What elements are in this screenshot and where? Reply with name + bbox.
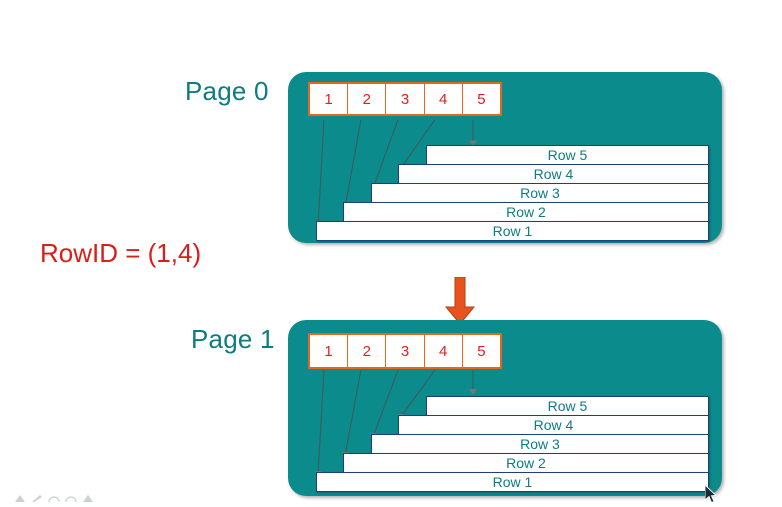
page-1-row-bar-4[interactable]: Row 4 [398,415,709,435]
page-1-row-bar-5[interactable]: Row 5 [426,396,709,416]
page-0-slot-5[interactable]: 5 [462,84,501,114]
page-0-label: Page 0 [185,76,269,106]
page-1-row-bar-1[interactable]: Row 1 [316,472,709,492]
shape-icon[interactable] [14,494,26,503]
page-1-slot-2[interactable]: 2 [348,335,387,367]
pen-icon[interactable] [31,494,43,503]
page-0-row-bar-5[interactable]: Row 5 [426,145,709,165]
page-0-slot-3[interactable]: 3 [386,84,425,114]
page-1-slot-3[interactable]: 3 [386,335,425,367]
page-1-row-bar-3[interactable]: Row 3 [371,434,709,454]
page-1-panel: 1 2 3 4 5 Row 5 Row 4 Row 3 Row 2 Row 1 [288,320,722,496]
page-1-row-bar-2[interactable]: Row 2 [343,453,709,473]
page-0-row-bar-4[interactable]: Row 4 [398,164,709,184]
page-0-row-bar-2[interactable]: Row 2 [343,202,709,222]
page-0-row-bar-3[interactable]: Row 3 [371,183,709,203]
page-0-slot-1[interactable]: 1 [310,84,349,114]
rowid-caption: RowID = (1,4) [40,238,202,268]
page-1-slot-array[interactable]: 1 2 3 4 5 [308,333,502,369]
page-1-slot-1[interactable]: 1 [310,335,349,367]
bottom-toolbar[interactable] [14,494,94,503]
page-0-slot-array[interactable]: 1 2 3 4 5 [308,82,502,116]
arc-icon[interactable] [48,494,60,503]
page-1-slot-5[interactable]: 5 [462,335,501,367]
insert-pointer-arrow-icon [444,277,476,325]
page-0-slot-2[interactable]: 2 [348,84,387,114]
shape-icon[interactable] [82,494,94,503]
page-1-label: Page 1 [191,324,275,354]
page-0-row-bar-1[interactable]: Row 1 [316,221,709,241]
arc-icon[interactable] [65,494,77,503]
mouse-cursor-icon [705,485,718,504]
page-0-panel: 1 2 3 4 5 Row 5 Row 4 Row 3 Row 2 Row 1 [288,72,722,243]
page-1-slot-4[interactable]: 4 [424,335,463,367]
page-0-slot-4[interactable]: 4 [424,84,463,114]
